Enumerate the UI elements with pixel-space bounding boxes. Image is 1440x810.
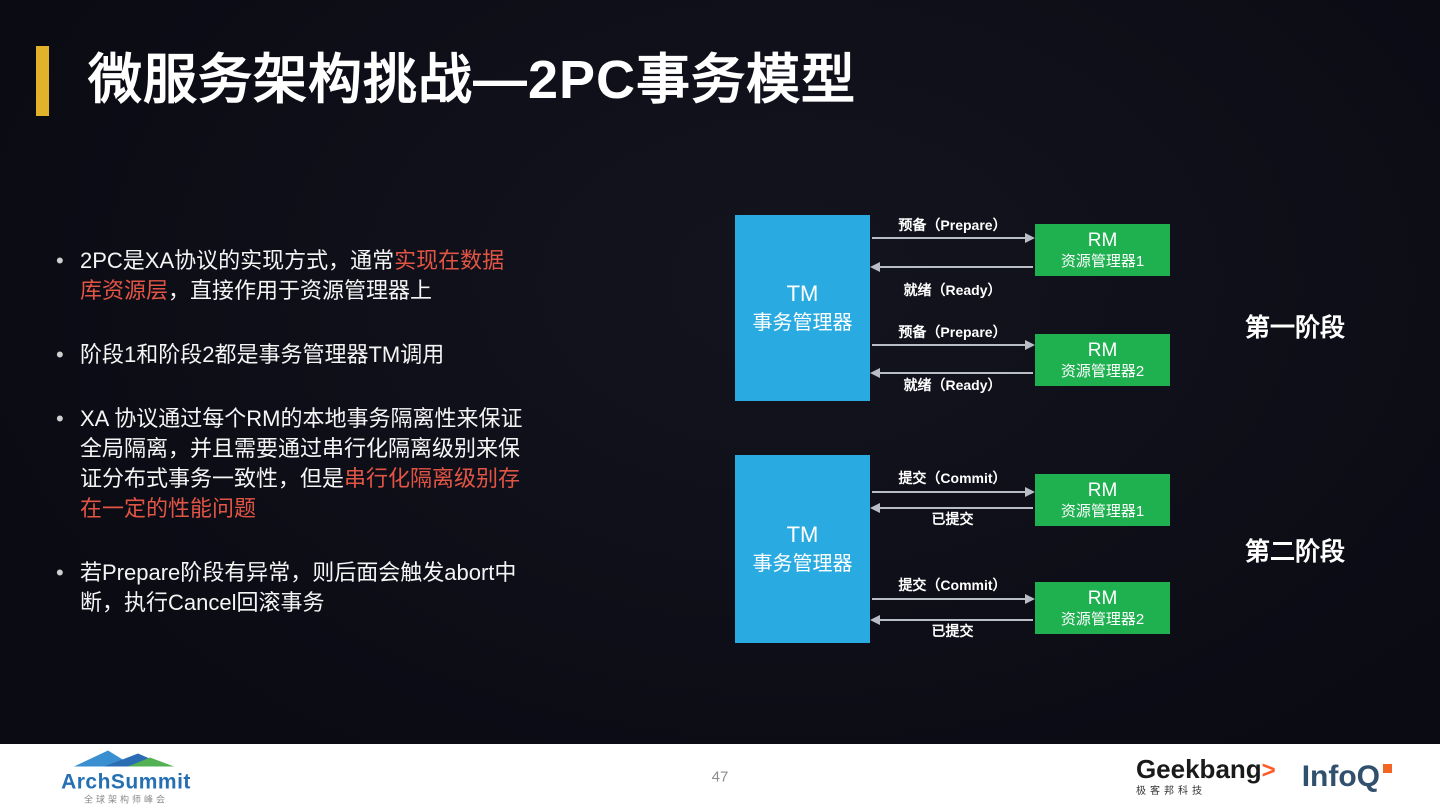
tm-box-phase2: TM 事务管理器 <box>735 455 870 643</box>
bullet-list: 2PC是XA协议的实现方式，通常实现在数据库资源层，直接作用于资源管理器上 阶段… <box>52 246 524 652</box>
arrow-left-icon <box>870 368 1033 378</box>
rm1-box-phase1: RM 资源管理器1 <box>1035 224 1170 276</box>
page-title: 微服务架构挑战—2PC事务模型 <box>88 50 857 110</box>
rm2-box-phase1: RM 资源管理器2 <box>1035 334 1170 386</box>
rm2-box-phase2: RM 资源管理器2 <box>1035 582 1170 634</box>
arrow-right-icon <box>872 340 1035 350</box>
arrow-right-icon <box>872 233 1035 243</box>
rm-label: RM <box>1087 339 1118 361</box>
infoq-wordmark: InfoQ <box>1301 760 1380 793</box>
arrow-left-icon <box>870 503 1033 513</box>
geekbang-subtitle: 极客邦科技 <box>1135 786 1206 797</box>
arrow-left-icon <box>870 262 1033 272</box>
geekbang-name: Geekbang <box>1135 754 1262 784</box>
archsummit-subtitle: 全球架构师峰会 <box>83 794 168 805</box>
rm-label: RM <box>1087 587 1118 609</box>
msg-label: 预备（Prepare） <box>898 324 1007 340</box>
archsummit-logo: ArchSummit 全球架构师峰会 <box>56 749 196 806</box>
tm-sublabel: 事务管理器 <box>752 312 853 334</box>
msg-label: 提交（Commit） <box>898 470 1007 486</box>
bullet-item-3: XA 协议通过每个RM的本地事务隔离性来保证全局隔离，并且需要通过串行化隔离级别… <box>52 404 524 524</box>
geekbang-arrow-icon: > <box>1261 757 1276 784</box>
rm-sublabel: 资源管理器1 <box>1060 252 1145 270</box>
bullet-text: 阶段1和阶段2都是事务管理器TM调用 <box>80 342 445 367</box>
phase1-label: 第一阶段 <box>1245 314 1346 342</box>
bullet-text: ，直接作用于资源管理器上 <box>168 278 433 303</box>
phase2-label: 第二阶段 <box>1245 538 1346 566</box>
bullet-text: XA 协议通过每个RM的本地事务隔离性来保证全局隔离，并且需要通过串行化隔离级别… <box>80 406 523 491</box>
rm-sublabel: 资源管理器2 <box>1060 610 1145 628</box>
arrow-right-icon <box>872 594 1035 604</box>
bullet-item-4: 若Prepare阶段有异常，则后面会触发abort中断，执行Cancel回滚事务 <box>52 558 524 618</box>
tm-label: TM <box>786 522 819 547</box>
rm-label: RM <box>1087 229 1118 251</box>
tm-sublabel: 事务管理器 <box>752 553 853 575</box>
msg-label: 预备（Prepare） <box>898 217 1007 233</box>
bullet-text-highlight: 串行化隔离级别存在一定的性能问题 <box>80 466 521 521</box>
bullet-text: 2PC是XA协议的实现方式，通常 <box>80 248 395 273</box>
rm1-box-phase2: RM 资源管理器1 <box>1035 474 1170 526</box>
archsummit-mountain-icon <box>74 750 174 767</box>
rm-label: RM <box>1087 479 1118 501</box>
msg-label: 就绪（Ready） <box>903 282 1002 298</box>
msg-label: 已提交 <box>931 623 974 639</box>
msg-label: 就绪（Ready） <box>903 377 1002 393</box>
msg-label: 提交（Commit） <box>898 577 1007 593</box>
rm-sublabel: 资源管理器1 <box>1060 502 1145 520</box>
arrow-left-icon <box>870 615 1033 625</box>
tm-label: TM <box>786 281 819 306</box>
infoq-square-icon <box>1383 764 1392 773</box>
bullet-item-2: 阶段1和阶段2都是事务管理器TM调用 <box>52 340 524 370</box>
infoq-logo: InfoQ <box>1302 761 1392 793</box>
footer: ArchSummit 全球架构师峰会 47 Geekbang> 极客邦科技 In… <box>0 744 1440 810</box>
rm-sublabel: 资源管理器2 <box>1060 362 1145 380</box>
bullet-text: 若Prepare阶段有异常，则后面会触发abort中断，执行Cancel回滚事务 <box>80 560 517 615</box>
bullet-text-highlight: 实现在数据库资源层 <box>80 248 505 303</box>
msg-label: 已提交 <box>931 511 974 527</box>
geekbang-logo: Geekbang> 极客邦科技 <box>1136 756 1276 798</box>
sponsor-logos: Geekbang> 极客邦科技 InfoQ <box>1136 756 1392 798</box>
arrow-right-icon <box>872 487 1035 497</box>
tm-box-phase1: TM 事务管理器 <box>735 215 870 401</box>
page-number: 47 <box>711 768 729 786</box>
title-accent-bar <box>36 46 49 116</box>
archsummit-wordmark: ArchSummit <box>61 770 191 794</box>
geekbang-wordmark: Geekbang> <box>1136 756 1276 785</box>
bullet-item-1: 2PC是XA协议的实现方式，通常实现在数据库资源层，直接作用于资源管理器上 <box>52 246 524 306</box>
